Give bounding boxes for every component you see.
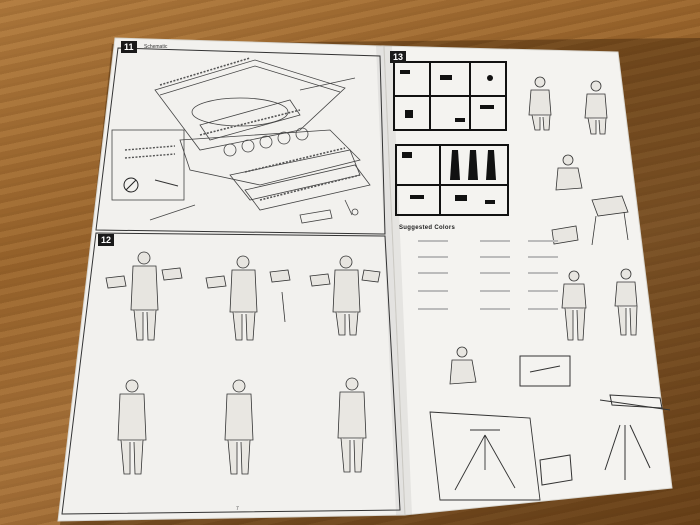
step-12-frame xyxy=(61,232,401,515)
sprue-frame-top xyxy=(393,61,507,131)
detail-inset xyxy=(111,129,185,201)
figures-right-middle xyxy=(449,268,638,385)
color-chart xyxy=(418,240,558,310)
suggested-colors-title: Suggested Colors xyxy=(399,225,456,231)
figures-row-bottom xyxy=(117,377,367,475)
tank-hull-drawing xyxy=(154,59,371,211)
sprue-frame-bottom xyxy=(395,144,509,216)
step-11-frame xyxy=(95,47,386,235)
step-11-number: 11 xyxy=(121,41,137,53)
step-12-number: 12 xyxy=(98,234,115,246)
track-links-drawing xyxy=(159,57,361,201)
figures-row-top xyxy=(105,251,381,341)
machine-gun-drawing xyxy=(519,355,671,486)
page-footer-number: 7 xyxy=(236,506,239,512)
step-11-subtitle: Schematic xyxy=(144,44,168,50)
step-13-number: 13 xyxy=(390,51,407,63)
figures-right-top xyxy=(528,76,629,246)
tripod-inset xyxy=(429,411,541,501)
